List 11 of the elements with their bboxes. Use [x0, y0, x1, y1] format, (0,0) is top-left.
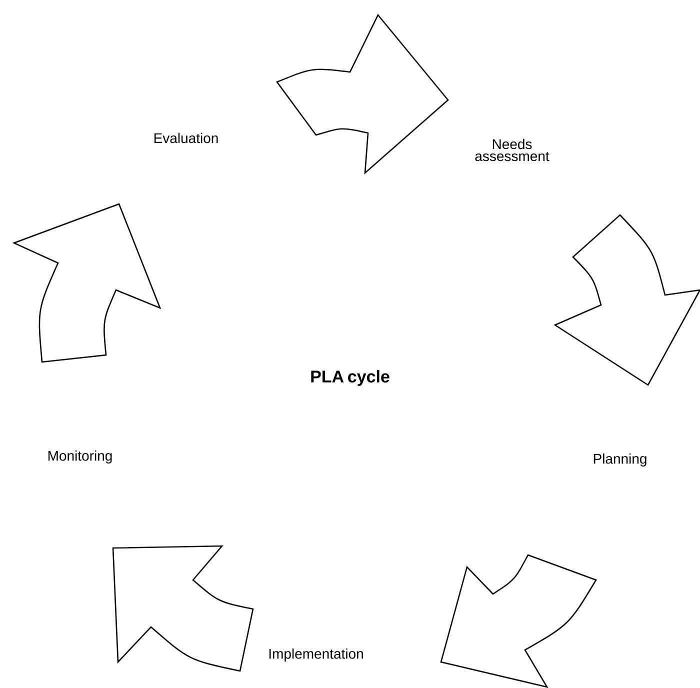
- block-arrow: [13, 203, 161, 363]
- stage-label: Implementation: [269, 648, 363, 662]
- cycle-title: PLA cycle: [311, 370, 390, 386]
- stage-label: Needs assessment: [475, 138, 550, 162]
- stage-label: Planning: [594, 453, 646, 467]
- block-arrow: [276, 14, 449, 174]
- stage-label: Evaluation: [154, 132, 218, 144]
- block-arrow: [554, 214, 700, 386]
- stage-label: Monitoring: [48, 450, 112, 464]
- block-arrow: [440, 554, 597, 688]
- block-arrow: [112, 545, 254, 672]
